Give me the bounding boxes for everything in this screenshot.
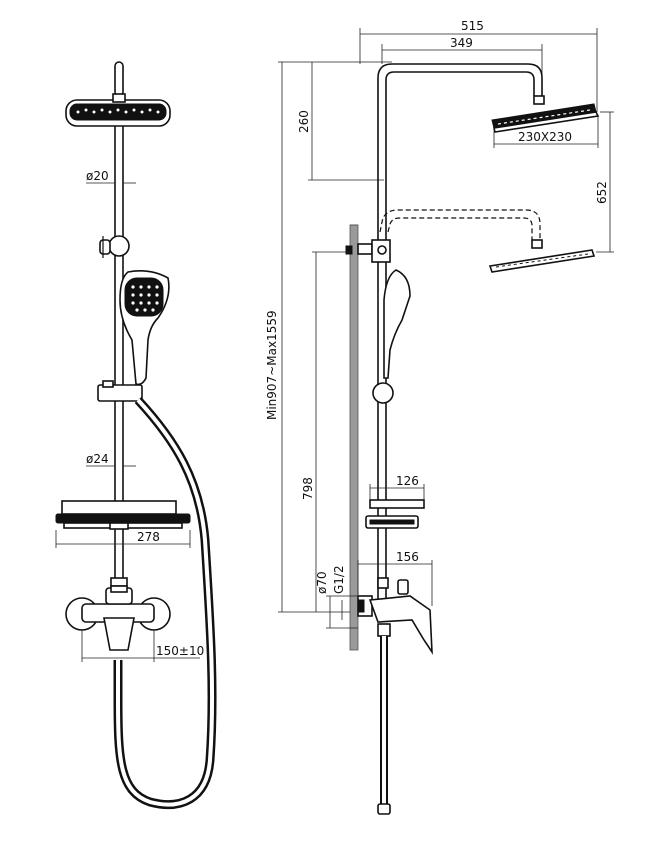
side-arm-reach-dim: 349 xyxy=(381,36,543,96)
side-mixer xyxy=(357,577,433,655)
front-upper-pipe-dia-label: ø20 xyxy=(86,169,109,183)
front-view: ø20 ø24 xyxy=(55,61,217,810)
side-total-reach-dim: 515 xyxy=(359,19,598,112)
front-mixer xyxy=(65,577,171,651)
front-top-stub xyxy=(114,61,124,97)
side-mixer-depth-label: 156 xyxy=(396,550,419,564)
side-head-adjust-dim: 652 xyxy=(595,111,614,253)
side-mid-height-dim: 798 xyxy=(301,251,350,612)
front-mixer-spacing-label: 150±10 xyxy=(156,644,204,658)
side-shelf xyxy=(365,499,425,529)
front-hand-shower xyxy=(119,270,170,386)
side-thread-label: G1/2 xyxy=(332,565,346,594)
side-hand-shower xyxy=(383,269,411,379)
front-shelf-width-dim: 278 xyxy=(55,530,191,548)
side-head-size-dim: 230X230 xyxy=(493,116,599,148)
side-flange-dia-label: ø70 xyxy=(315,571,329,594)
side-arm-reach-label: 349 xyxy=(450,36,473,50)
side-slider xyxy=(372,382,394,404)
side-view: 515 349 Min907~Max1559 260 xyxy=(265,19,614,815)
side-head-adjust-label: 652 xyxy=(595,181,609,204)
front-slider-holder xyxy=(97,384,143,402)
front-lower-pipe-dim: ø24 xyxy=(86,452,136,467)
side-arm-height-dim: 260 xyxy=(297,62,384,181)
front-diverter-knob xyxy=(99,235,130,258)
side-lowered-arm-dashed xyxy=(379,209,596,273)
side-wall xyxy=(349,224,359,651)
side-shelf-depth-dim: 126 xyxy=(369,474,425,500)
front-mixer-spacing-dim: 150±10 xyxy=(81,630,204,662)
side-total-reach-label: 515 xyxy=(461,19,484,33)
side-hose xyxy=(377,636,391,815)
side-height-range-dim: Min907~Max1559 xyxy=(265,61,392,613)
side-arm-height-label: 260 xyxy=(297,110,311,133)
side-flange-dim: ø70 G1/2 xyxy=(315,565,358,629)
front-shelf xyxy=(55,500,191,530)
side-overhead-shower-head xyxy=(491,95,600,133)
front-lower-pipe-dia-label: ø24 xyxy=(86,452,109,466)
front-shelf-width-label: 278 xyxy=(137,530,160,544)
side-mid-height-label: 798 xyxy=(301,477,315,500)
side-shelf-depth-label: 126 xyxy=(396,474,419,488)
side-diverter xyxy=(345,239,391,263)
side-head-size-label: 230X230 xyxy=(518,130,572,144)
front-upper-pipe-dim: ø20 xyxy=(86,169,136,184)
side-height-range-label: Min907~Max1559 xyxy=(265,310,279,420)
side-mixer-depth-dim: 156 xyxy=(357,550,433,606)
front-overhead-shower-head xyxy=(65,93,171,127)
